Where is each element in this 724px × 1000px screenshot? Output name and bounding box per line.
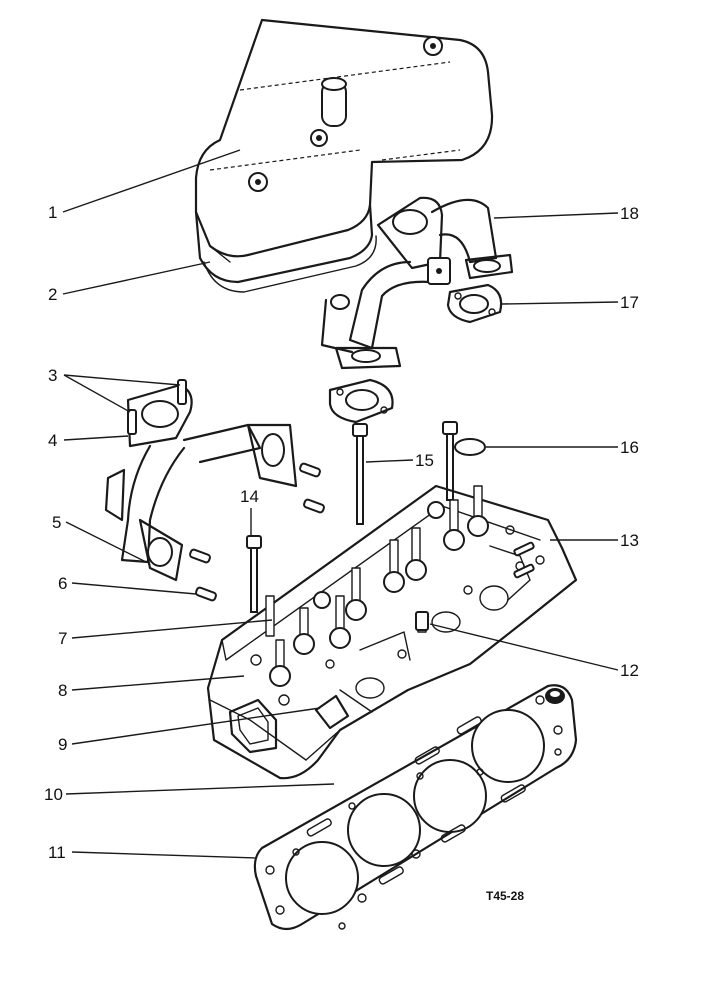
short-studs (189, 462, 325, 602)
callout-14: 14 (240, 487, 259, 506)
callout-9: 9 (58, 735, 67, 754)
callout-2: 2 (48, 285, 57, 304)
callout-5: 5 (52, 513, 61, 532)
cylinder-head-bolts (246, 421, 458, 613)
callout-13: 13 (620, 531, 639, 550)
callout-3: 3 (48, 366, 57, 385)
callout-7: 7 (58, 629, 67, 648)
callout-4: 4 (48, 431, 57, 450)
grommet (545, 688, 565, 704)
callout-10: 10 (44, 785, 63, 804)
callout-12: 12 (620, 661, 639, 680)
figure-reference: T45-28 (486, 889, 524, 903)
callout-labels: 1 2 3 4 5 6 7 8 9 10 11 12 13 14 15 16 1… (44, 203, 639, 862)
cylinder-head-gasket (253, 684, 578, 931)
callout-8: 8 (58, 681, 67, 700)
rocker-cover (194, 18, 494, 284)
callout-15: 15 (415, 451, 434, 470)
callout-17: 17 (620, 293, 639, 312)
rocker-cover-gasket (203, 235, 377, 293)
callout-11: 11 (48, 843, 66, 862)
callout-18: 18 (620, 204, 639, 223)
callout-1: 1 (48, 203, 57, 222)
manifold-studs (127, 379, 187, 435)
exhaust-manifold-gasket (446, 283, 503, 324)
exhaust-manifold (320, 196, 514, 370)
exhaust-gasket-lower (328, 378, 394, 424)
callout-16: 16 (620, 438, 639, 457)
cylinder-head (206, 484, 578, 780)
callout-6: 6 (58, 574, 67, 593)
leader-lines (62, 149, 619, 859)
inlet-manifold (104, 383, 298, 582)
sealing-ring (454, 438, 486, 456)
